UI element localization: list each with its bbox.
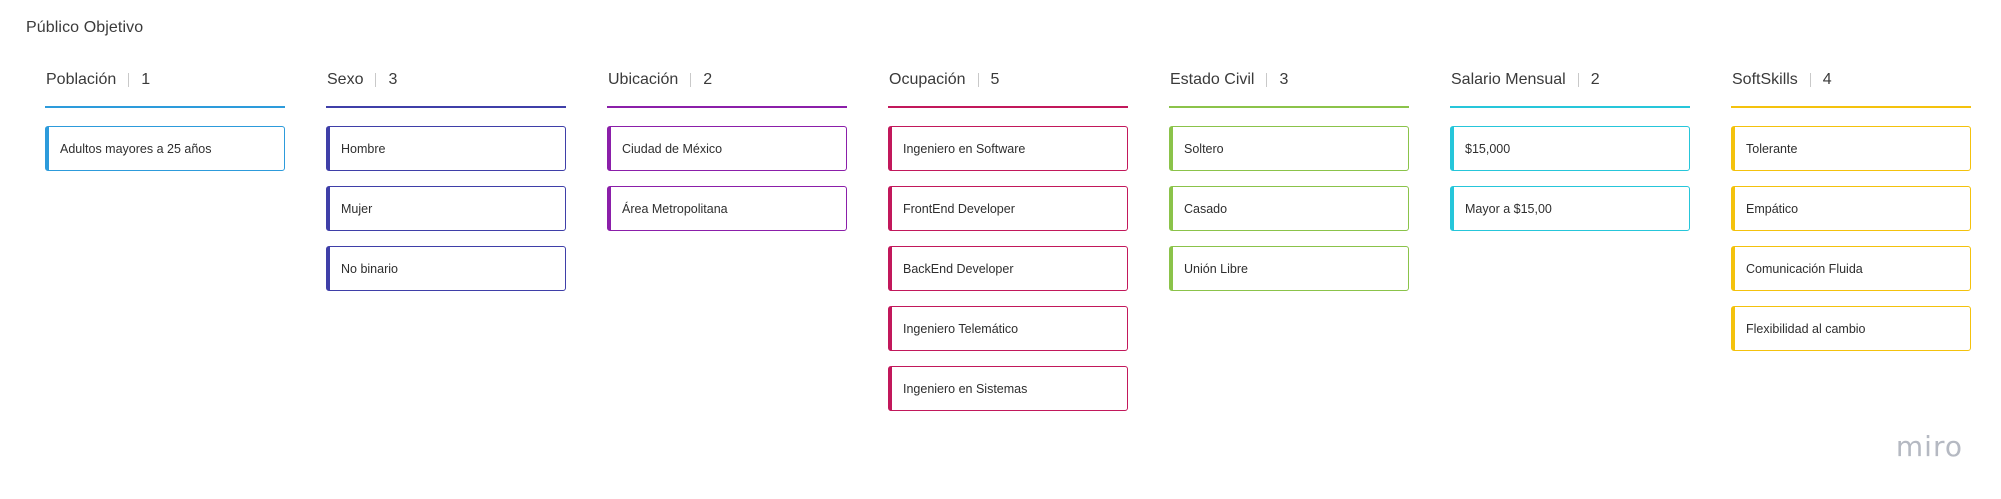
column-card-count: 1 (141, 71, 151, 88)
column-card-count: 5 (990, 71, 1000, 88)
column-title: Ubicación (608, 71, 679, 88)
column-card-count: 4 (1822, 71, 1832, 88)
board-title: Público Objetivo (26, 19, 144, 36)
card[interactable]: Flexibilidad al cambio (1731, 306, 1971, 351)
card[interactable]: Área Metropolitana (607, 186, 847, 231)
column-header-divider (1809, 73, 1811, 87)
column-header[interactable]: Salario Mensual 2 (1450, 68, 1690, 92)
card[interactable]: Hombre (326, 126, 566, 171)
column-header-divider (977, 73, 979, 87)
column-card-count: 3 (1279, 71, 1289, 88)
column-title: Población (46, 71, 117, 88)
card-label: BackEnd Developer (903, 261, 1014, 276)
column-card-count: 2 (1590, 71, 1600, 88)
column-title: Sexo (327, 71, 364, 88)
column-header[interactable]: Sexo 3 (326, 68, 566, 92)
column-header[interactable]: Ubicación 2 (607, 68, 847, 92)
column-title: SoftSkills (1732, 71, 1798, 88)
column-color-rule (326, 106, 566, 108)
column-card-count: 2 (703, 71, 713, 88)
card[interactable]: Unión Libre (1169, 246, 1409, 291)
column-header-divider (375, 73, 377, 87)
card-label: Comunicación Fluida (1746, 261, 1863, 276)
card[interactable]: $15,000 (1450, 126, 1690, 171)
card[interactable]: Ingeniero en Software (888, 126, 1128, 171)
card[interactable]: Adultos mayores a 25 años (45, 126, 285, 171)
column-color-rule (1731, 106, 1971, 108)
card[interactable]: Ingeniero Telemático (888, 306, 1128, 351)
card-label: Flexibilidad al cambio (1746, 321, 1866, 336)
column-header-divider (1577, 73, 1579, 87)
card-label: Área Metropolitana (622, 201, 728, 216)
column-color-rule (1169, 106, 1409, 108)
column-header-divider (128, 73, 130, 87)
card-label: $15,000 (1465, 141, 1511, 156)
column-card-count: 3 (388, 71, 398, 88)
card[interactable]: Soltero (1169, 126, 1409, 171)
card-label: Ingeniero en Sistemas (903, 381, 1028, 396)
column-header[interactable]: SoftSkills 4 (1731, 68, 1971, 92)
column-color-rule (888, 106, 1128, 108)
column-header-divider (1266, 73, 1268, 87)
card[interactable]: No binario (326, 246, 566, 291)
card[interactable]: Ciudad de México (607, 126, 847, 171)
card-label: Ciudad de México (622, 141, 723, 156)
card[interactable]: Comunicación Fluida (1731, 246, 1971, 291)
column-header[interactable]: Ocupación 5 (888, 68, 1128, 92)
card-label: Ingeniero Telemático (903, 321, 1019, 336)
card[interactable]: Empático (1731, 186, 1971, 231)
card[interactable]: Mujer (326, 186, 566, 231)
card[interactable]: FrontEnd Developer (888, 186, 1128, 231)
card-label: Adultos mayores a 25 años (60, 141, 212, 156)
card-label: Empático (1746, 201, 1799, 216)
column-title: Estado Civil (1170, 71, 1255, 88)
card[interactable]: Casado (1169, 186, 1409, 231)
column-color-rule (607, 106, 847, 108)
card-label: Casado (1184, 201, 1228, 216)
card-label: Ingeniero en Software (903, 141, 1026, 156)
column-title: Ocupación (889, 71, 966, 88)
card[interactable]: Mayor a $15,00 (1450, 186, 1690, 231)
card-label: Tolerante (1746, 141, 1798, 156)
card[interactable]: Tolerante (1731, 126, 1971, 171)
card[interactable]: BackEnd Developer (888, 246, 1128, 291)
card-label: Mujer (341, 201, 373, 216)
card-label: Hombre (341, 141, 386, 156)
card-label: Soltero (1184, 141, 1224, 156)
column-title: Salario Mensual (1451, 71, 1566, 88)
card[interactable]: Ingeniero en Sistemas (888, 366, 1128, 411)
column-color-rule (45, 106, 285, 108)
miro-logo: miro (1895, 430, 1963, 463)
column-header[interactable]: Estado Civil 3 (1169, 68, 1409, 92)
card-list: Adultos mayores a 25 años (45, 126, 285, 171)
card-label: Mayor a $15,00 (1465, 201, 1552, 216)
card-label: Unión Libre (1184, 261, 1248, 276)
card-label: No binario (341, 261, 398, 276)
column-header[interactable]: Población 1 (45, 68, 285, 92)
column-header-divider (690, 73, 692, 87)
card-label: FrontEnd Developer (903, 201, 1015, 216)
column-color-rule (1450, 106, 1690, 108)
